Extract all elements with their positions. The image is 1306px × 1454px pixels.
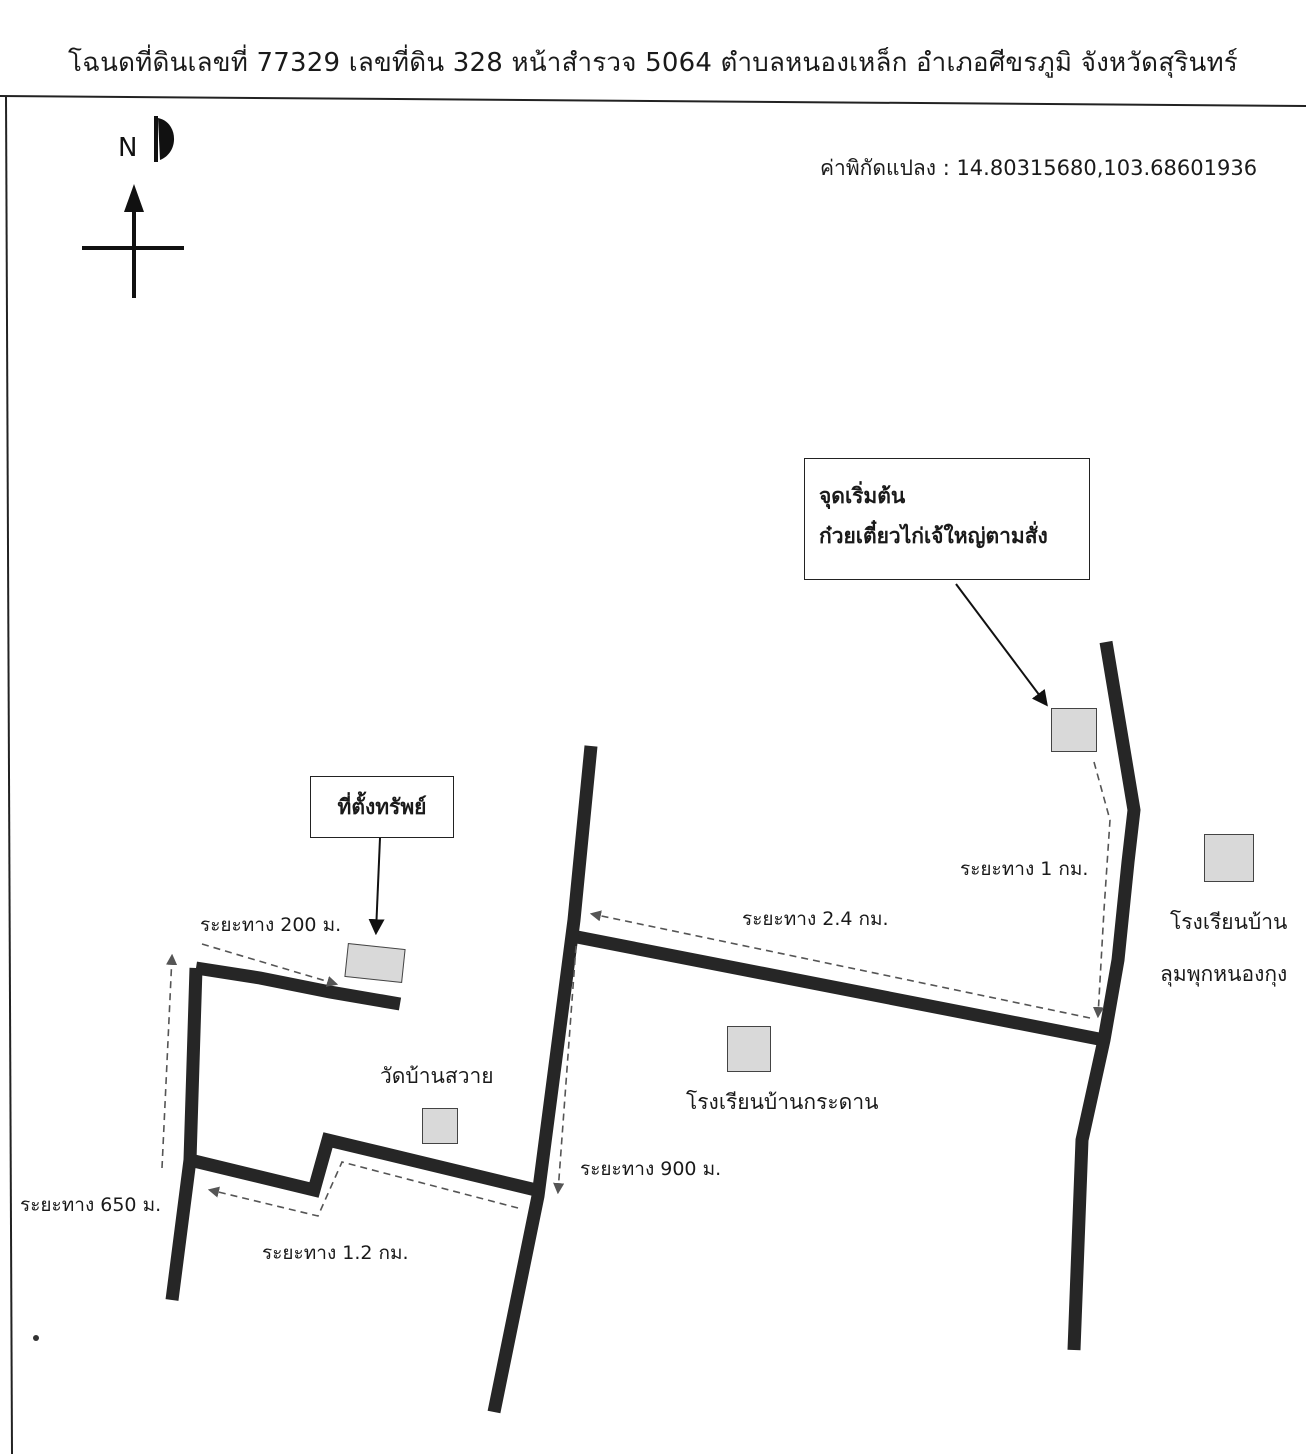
svg-text:N: N bbox=[118, 133, 137, 163]
distance-label-5: ระยะทาง 650 ม. bbox=[20, 1194, 162, 1216]
route-leg-4 bbox=[207, 1161, 519, 1217]
road-west-vertical bbox=[165, 967, 203, 1301]
start-point-callout: จุดเริ่มต้น ก๋วยเตี๋ยวไก่เจ้ใหญ่ตามสั่ง bbox=[804, 458, 1090, 580]
property-marker bbox=[344, 943, 406, 983]
route-leg-3 bbox=[553, 945, 577, 1195]
school-lumphuk-label-line2: ลุมพุกหนองกุง bbox=[1160, 962, 1288, 986]
distance-label-2: ระยะทาง 2.4 กม. bbox=[742, 908, 889, 930]
school-kradan-label: โรงเรียนบ้านกระดาน bbox=[686, 1090, 879, 1114]
road-east bbox=[1067, 640, 1141, 1351]
page-title: โฉนดที่ดินเลขที่ 77329 เลขที่ดิน 328 หน้… bbox=[68, 48, 1238, 78]
road-west-lower bbox=[188, 1132, 538, 1198]
school-kradan-marker bbox=[727, 1026, 771, 1072]
north-arrow-icon: N bbox=[82, 116, 184, 298]
road-to-property bbox=[194, 961, 402, 1011]
school-lumphuk-marker bbox=[1204, 834, 1254, 882]
route-leg-1 bbox=[1092, 761, 1111, 1019]
roads bbox=[165, 640, 1141, 1414]
school-lumphuk-label-line1: โรงเรียนบ้าน bbox=[1170, 910, 1288, 934]
route-leg-5 bbox=[161, 953, 178, 1169]
property-callout: ที่ตั้งทรัพย์ bbox=[310, 776, 454, 838]
distance-label-3: ระยะทาง 900 ม. bbox=[580, 1158, 722, 1180]
frame-top-border bbox=[0, 95, 1306, 107]
scan-dot bbox=[33, 1335, 39, 1341]
start-callout-line2: ก๋วยเตี๋ยวไก่เจ้ใหญ่ตามสั่ง bbox=[819, 523, 1048, 548]
distance-label-4: ระยะทาง 1.2 กม. bbox=[262, 1242, 409, 1264]
route-arrows bbox=[161, 761, 1111, 1217]
road-central bbox=[487, 745, 598, 1414]
start-callout-line1: จุดเริ่มต้น bbox=[819, 484, 906, 508]
wat-ban-suai-label: วัดบ้านสวาย bbox=[380, 1064, 494, 1088]
road-main-connector bbox=[570, 929, 1106, 1047]
frame-left-border bbox=[5, 95, 13, 1454]
start-pointer bbox=[955, 583, 1048, 707]
distance-label-1: ระยะทาง 1 กม. bbox=[960, 858, 1089, 880]
distance-label-6: ระยะทาง 200 ม. bbox=[200, 914, 342, 936]
start-point-marker bbox=[1051, 708, 1097, 752]
wat-ban-suai-marker bbox=[422, 1108, 458, 1144]
property-pointer bbox=[368, 837, 385, 936]
route-leg-2 bbox=[589, 910, 1091, 1019]
parcel-coordinates: ค่าพิกัดแปลง : 14.80315680,103.68601936 bbox=[820, 156, 1258, 180]
